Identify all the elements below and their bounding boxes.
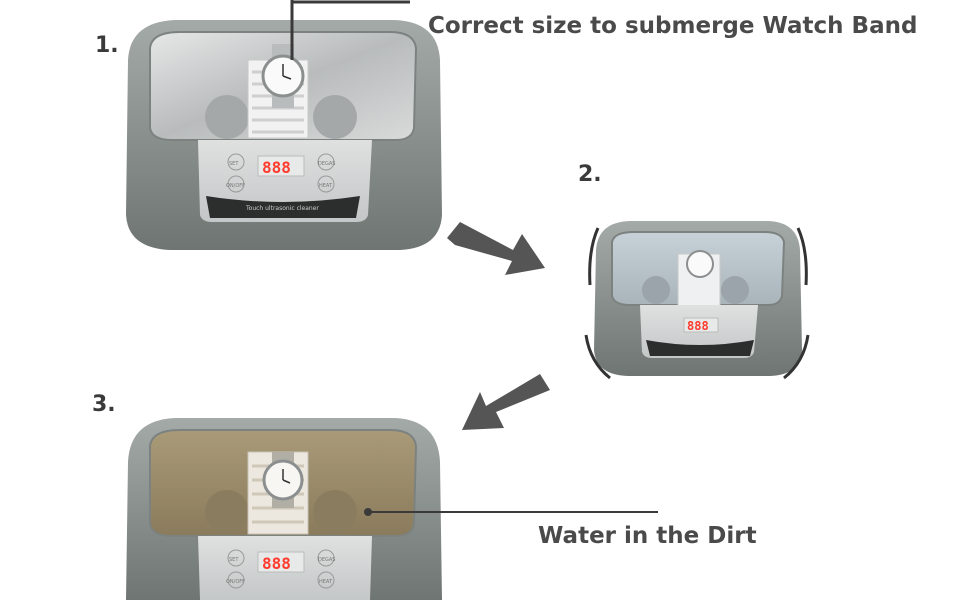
arrow-right-down (447, 222, 545, 275)
cleaner-3-set-button: SET (229, 557, 239, 563)
cleaner-3 (126, 418, 658, 600)
step-2-label: 2. (578, 162, 602, 187)
cleaner-1-heat-button: HEAT (319, 183, 333, 189)
cleaner-1 (126, 0, 442, 250)
cleaner-3-digits: 888 (262, 554, 291, 573)
cleaner-2-digits: 888 (687, 319, 709, 333)
arrow-left-down (462, 374, 550, 430)
cleaner-3-degas-button: DEGAS (318, 557, 335, 563)
step-1-label: 1. (95, 33, 119, 58)
cleaner-2 (584, 221, 810, 380)
cleaner-1-onoff-button: ON/OFF (226, 183, 245, 189)
caption-dirty-water: Water in the Dirt (538, 523, 757, 549)
cleaner-3-heat-button: HEAT (319, 579, 333, 585)
caption-watch-band: Correct size to submerge Watch Band (428, 13, 918, 39)
step-3-label: 3. (92, 392, 116, 417)
cleaner-3-onoff-button: ON/OFF (226, 579, 245, 585)
cleaner-1-brand: Touch ultrasonic cleaner (245, 205, 319, 212)
cleaner-1-set-button: SET (229, 161, 239, 167)
cleaner-1-digits: 888 (262, 158, 291, 177)
cleaner-1-degas-button: DEGAS (318, 161, 335, 167)
